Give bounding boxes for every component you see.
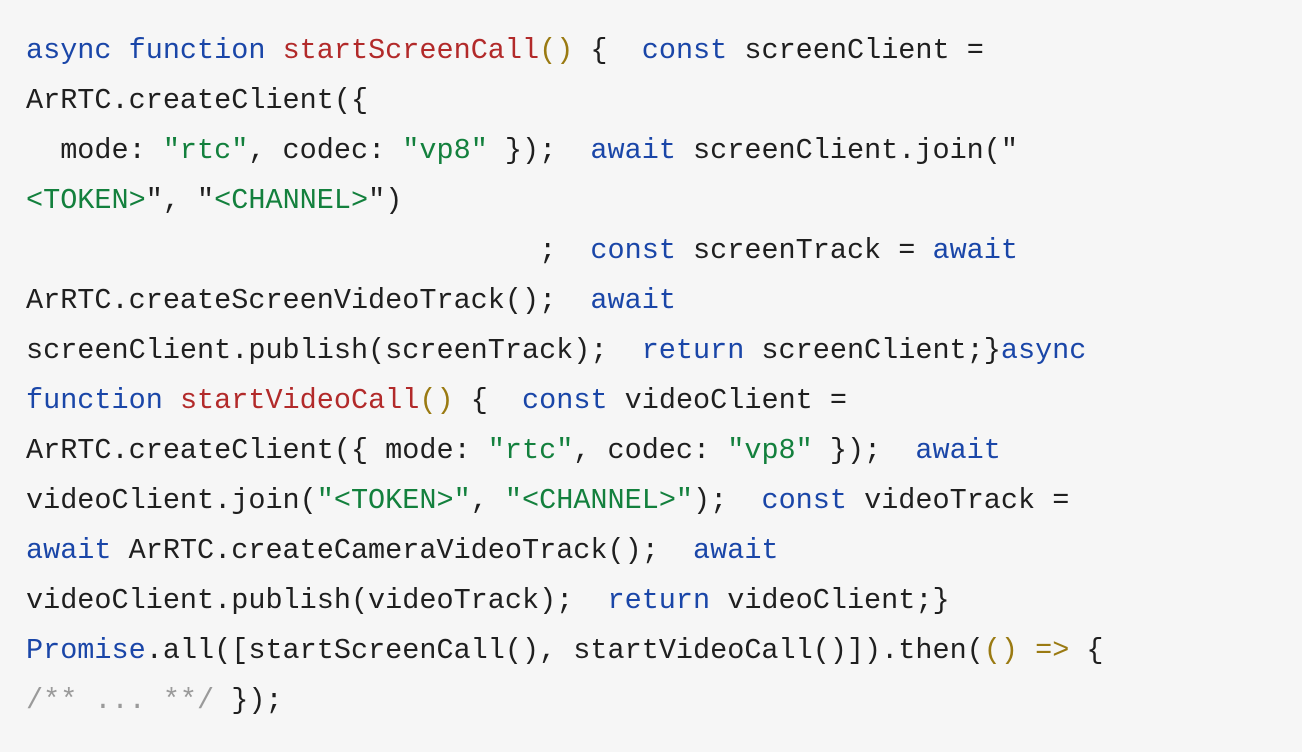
code-token-keyword: const	[522, 384, 608, 417]
code-token-string: "rtc"	[162, 134, 249, 167]
code-token-keyword: async	[1000, 334, 1087, 367]
code-token-plain: {	[1069, 634, 1104, 667]
code-token-plain: ", "	[145, 184, 215, 217]
code-token-keyword: async	[26, 34, 112, 67]
code-token-plain: ArRTC.createClient({	[26, 84, 369, 117]
code-line: ArRTC.createScreenVideoTrack(); await	[26, 276, 1276, 326]
code-token-plain: mode:	[26, 134, 163, 167]
code-line: async function startScreenCall() { const…	[26, 26, 1276, 76]
code-token-plain	[112, 34, 129, 67]
code-token-function-name: startVideoCall	[179, 384, 420, 417]
code-token-plain	[163, 384, 180, 417]
code-token-plain: screenClient.join("	[675, 134, 1018, 167]
code-token-keyword: const	[641, 34, 728, 67]
code-token-keyword: function	[128, 34, 266, 67]
code-token-string: <TOKEN>	[26, 184, 146, 217]
code-token-plain: );	[693, 484, 762, 517]
code-token-plain	[1018, 634, 1035, 667]
code-token-plain: ArRTC.createCameraVideoTrack();	[111, 534, 694, 567]
code-token-keyword: const	[590, 234, 676, 267]
code-token-plain: videoClient.join(	[26, 484, 317, 517]
code-token-string: "<CHANNEL>"	[504, 484, 694, 517]
code-token-string: "vp8"	[402, 134, 488, 167]
code-token-plain: ")	[368, 184, 403, 217]
code-token-plain: screenTrack =	[675, 234, 933, 267]
code-line: mode: "rtc", codec: "vp8" }); await scre…	[26, 126, 1276, 176]
code-line: ArRTC.createClient({	[26, 76, 1276, 126]
code-token-string: "<TOKEN>"	[316, 484, 471, 517]
code-token-plain: , codec:	[248, 134, 403, 167]
code-token-string: <CHANNEL>	[214, 184, 369, 217]
code-token-paren-punct: ()	[419, 384, 454, 417]
code-line: Promise.all([startScreenCall(), startVid…	[26, 626, 1276, 676]
code-line: function startVideoCall() { const videoC…	[26, 376, 1276, 426]
code-token-keyword: return	[607, 584, 711, 617]
code-token-keyword: function	[26, 384, 163, 417]
code-token-plain: .all([startScreenCall(), startVideoCall(…	[145, 634, 984, 667]
code-token-plain: , codec:	[573, 434, 728, 467]
code-token-keyword: await	[932, 234, 1018, 267]
code-token-paren-punct: ()	[539, 34, 574, 67]
code-token-comment: /** ... **/	[26, 684, 215, 717]
code-token-plain: });	[487, 134, 591, 167]
code-line: await ArRTC.createCameraVideoTrack(); aw…	[26, 526, 1276, 576]
code-token-plain	[265, 34, 282, 67]
code-token-plain: });	[214, 684, 283, 717]
code-line: ArRTC.createClient({ mode: "rtc", codec:…	[26, 426, 1276, 476]
code-line: <TOKEN>", "<CHANNEL>")	[26, 176, 1276, 226]
code-token-keyword: await	[26, 534, 112, 567]
code-token-string: "vp8"	[727, 434, 813, 467]
code-token-plain: screenClient =	[727, 34, 984, 67]
code-token-plain: {	[573, 34, 642, 67]
code-line: screenClient.publish(screenTrack); retur…	[26, 326, 1276, 376]
code-line: videoClient.publish(videoTrack); return …	[26, 576, 1276, 626]
code-token-keyword: await	[590, 134, 676, 167]
code-token-plain: ArRTC.createScreenVideoTrack();	[26, 284, 591, 317]
code-token-plain: videoClient;}	[710, 584, 950, 617]
code-token-plain: {	[453, 384, 523, 417]
code-token-paren-punct: ()	[983, 634, 1018, 667]
code-token-string: "rtc"	[487, 434, 574, 467]
code-token-keyword: return	[641, 334, 745, 367]
code-line: /** ... **/ });	[26, 676, 1276, 726]
code-line: videoClient.join("<TOKEN>", "<CHANNEL>")…	[26, 476, 1276, 526]
code-token-keyword: const	[761, 484, 847, 517]
code-token-plain: ;	[26, 234, 591, 267]
code-token-keyword: await	[915, 434, 1001, 467]
code-token-plain: videoTrack =	[846, 484, 1070, 517]
code-token-plain: ,	[470, 484, 505, 517]
code-token-function-name: startScreenCall	[282, 34, 540, 67]
code-token-plain: ArRTC.createClient({ mode:	[26, 434, 488, 467]
code-token-paren-punct: =>	[1035, 634, 1070, 667]
code-token-plain: screenClient.publish(screenTrack);	[26, 334, 642, 367]
code-token-plain: });	[812, 434, 916, 467]
code-token-keyword: await	[590, 284, 676, 317]
code-token-keyword: Promise	[26, 634, 146, 667]
code-token-keyword: await	[693, 534, 779, 567]
code-line: ; const screenTrack = await	[26, 226, 1276, 276]
code-token-plain: videoClient.publish(videoTrack);	[26, 584, 608, 617]
code-token-plain: screenClient;}	[744, 334, 1001, 367]
code-token-plain: videoClient =	[607, 384, 847, 417]
